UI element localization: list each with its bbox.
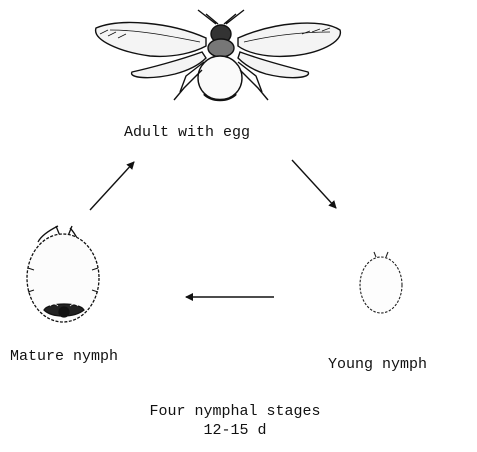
- arrow-adult-to-young: [292, 160, 336, 208]
- mature-nymph-icon: [27, 226, 99, 322]
- duration-caption: 12-15 d: [135, 422, 335, 440]
- nymphal-stages-caption: Four nymphal stages: [135, 403, 335, 421]
- adult-label: Adult with egg: [124, 124, 250, 142]
- young-nymph-label: Young nymph: [328, 356, 427, 374]
- whitefly-adult-icon: [96, 10, 341, 100]
- arrow-mature-to-adult: [90, 162, 134, 210]
- cycle-arrows: [90, 160, 336, 297]
- mature-nymph-label: Mature nymph: [10, 348, 118, 366]
- young-nymph-icon: [360, 252, 402, 313]
